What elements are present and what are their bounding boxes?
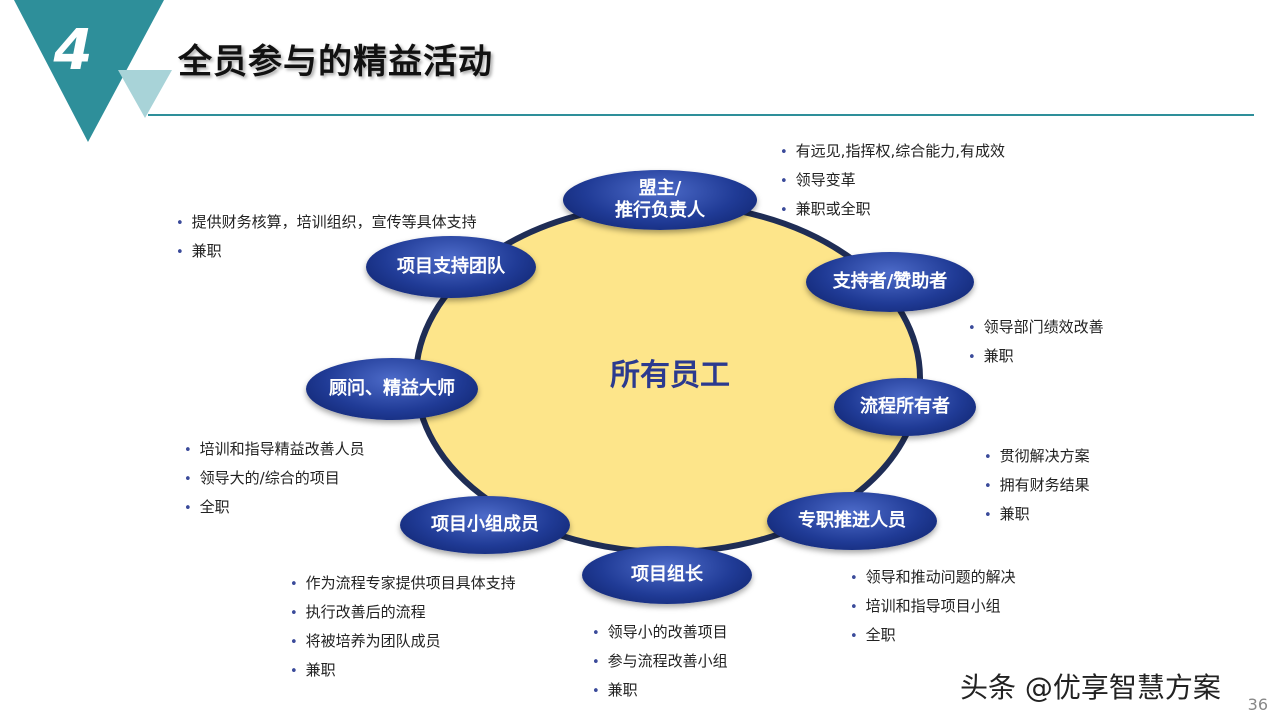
center-label: 所有员工: [610, 358, 730, 393]
bullets-sponsor-leader: 有远见,指挥权,综合能力,有成效 领导变革 兼职或全职: [780, 137, 1005, 224]
role-consultant: 顾问、精益大师: [306, 358, 478, 420]
role-project-member: 项目小组成员: [400, 496, 570, 554]
list-item: 全职: [850, 621, 1016, 650]
list-item: 有远见,指挥权,综合能力,有成效: [780, 137, 1005, 166]
list-item: 兼职或全职: [780, 195, 1005, 224]
corner-triangle-light: [118, 70, 172, 118]
corner-triangle-dark: [14, 0, 164, 142]
list-item: 兼职: [984, 500, 1090, 529]
list-item: 领导变革: [780, 166, 1005, 195]
role-supporter: 支持者/赞助者: [806, 252, 974, 312]
page-title: 全员参与的精益活动: [178, 42, 493, 82]
bullets-support-team: 提供财务核算，培训组织，宣传等具体支持 兼职: [176, 208, 477, 266]
list-item: 作为流程专家提供项目具体支持: [290, 569, 516, 598]
list-item: 兼职: [290, 656, 516, 685]
page-number: 36: [1247, 695, 1268, 714]
watermark: 头条 @优享智慧方案: [960, 671, 1221, 704]
list-item: 培训和指导精益改善人员: [184, 435, 365, 464]
list-item: 培训和指导项目小组: [850, 592, 1016, 621]
list-item: 参与流程改善小组: [592, 647, 728, 676]
list-item: 全职: [184, 493, 365, 522]
role-fulltime-promoter: 专职推进人员: [767, 492, 937, 550]
list-item: 领导小的改善项目: [592, 618, 728, 647]
bullets-supporter: 领导部门绩效改善 兼职: [968, 313, 1104, 371]
list-item: 领导部门绩效改善: [968, 313, 1104, 342]
list-item: 领导和推动问题的解决: [850, 563, 1016, 592]
title-divider: [148, 114, 1254, 116]
list-item: 将被培养为团队成员: [290, 627, 516, 656]
bullets-project-leader: 领导小的改善项目 参与流程改善小组 兼职: [592, 618, 728, 705]
list-item: 领导大的/综合的项目: [184, 464, 365, 493]
bullets-process-owner: 贯彻解决方案 拥有财务结果 兼职: [984, 442, 1090, 529]
list-item: 提供财务核算，培训组织，宣传等具体支持: [176, 208, 477, 237]
corner-decoration: [14, 0, 172, 142]
role-sponsor-leader: 盟主/ 推行负责人: [563, 170, 757, 230]
role-process-owner: 流程所有者: [834, 378, 976, 436]
bullets-project-member: 作为流程专家提供项目具体支持 执行改善后的流程 将被培养为团队成员 兼职: [290, 569, 516, 685]
list-item: 兼职: [176, 237, 477, 266]
bullets-consultant: 培训和指导精益改善人员 领导大的/综合的项目 全职: [184, 435, 365, 522]
list-item: 兼职: [592, 676, 728, 705]
role-project-leader: 项目组长: [582, 546, 752, 604]
list-item: 拥有财务结果: [984, 471, 1090, 500]
section-number: 4: [53, 18, 93, 83]
bullets-fulltime-promoter: 领导和推动问题的解决 培训和指导项目小组 全职: [850, 563, 1016, 650]
list-item: 兼职: [968, 342, 1104, 371]
list-item: 贯彻解决方案: [984, 442, 1090, 471]
list-item: 执行改善后的流程: [290, 598, 516, 627]
